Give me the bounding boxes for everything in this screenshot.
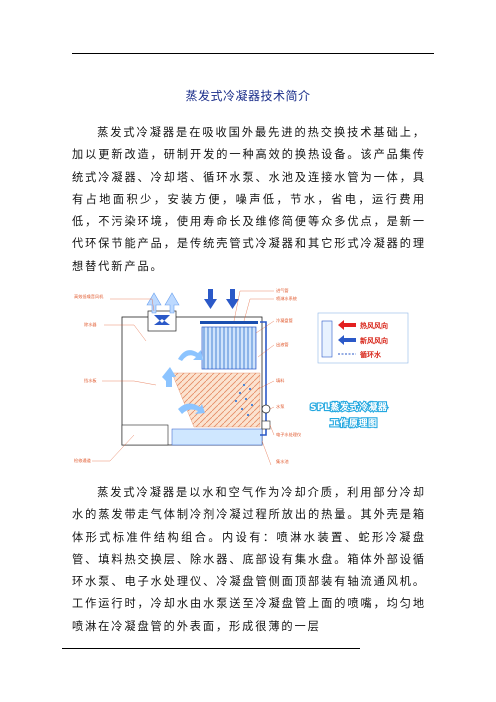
spray-header [200, 321, 258, 324]
diagram-banner-line2: 工作原理图 [330, 417, 378, 429]
legend-tower-icon [321, 320, 333, 358]
page-title: 蒸发式冷凝器技术简介 [185, 89, 311, 103]
legend-fresh-air: 新风风向 [360, 336, 388, 345]
airflow-arrow-icon [162, 367, 176, 387]
label-eliminator: 除水器 [84, 321, 97, 328]
label-spray: 喷淋水系统 [276, 295, 297, 302]
legend-hot-arrow-icon [338, 320, 356, 330]
intake-arrow-icon [204, 289, 217, 309]
collection-basin [171, 428, 263, 446]
pump-icon [261, 404, 271, 414]
label-inlet: 进气管 [276, 287, 289, 294]
legend-box [317, 312, 409, 364]
footer-rule [62, 648, 360, 649]
service-access [121, 424, 169, 446]
paragraph-intro-text: 蒸发式冷凝器是在吸收国外最先进的热交换技术基础上，加以更新改造，研制开发的一种高… [72, 126, 426, 273]
paragraph-principle: 蒸发式冷凝器是以水和空气作为冷却介质，利用部分冷却水的蒸发带走气体制冷剂冷凝过程… [72, 482, 426, 638]
paragraph-intro: 蒸发式冷凝器是在吸收国外最先进的热交换技术基础上，加以更新改造，研制开发的一种高… [72, 122, 426, 278]
airflow-arrow-icon [178, 403, 205, 414]
label-coil: 冷凝盘管 [276, 317, 293, 324]
diagram-banner-line1: SPL蒸发式冷凝器 [310, 401, 388, 413]
label-outlet: 出液管 [276, 341, 289, 348]
label-fill: 填料 [276, 377, 285, 384]
intake-arrow-icon [226, 289, 239, 309]
exhaust-arrow-icon [164, 292, 180, 314]
condenser-diagram: 高效低噪音风机 除水器 挡水板 检修通道 进气管 喷淋水系统 冷凝盘管 出液管 … [74, 285, 422, 465]
water-spray [234, 383, 254, 417]
legend-hot-air: 热风风向 [360, 321, 388, 330]
exhaust-arrow-icon [146, 292, 162, 314]
condenser-coil [201, 326, 257, 370]
label-basin: 集水池 [276, 458, 289, 465]
paragraph-principle-text: 蒸发式冷凝器是以水和空气作为冷却介质，利用部分冷却水的蒸发带走气体制冷剂冷凝过程… [72, 486, 426, 633]
fan-icon [154, 315, 170, 325]
circulation-pipe [260, 321, 267, 436]
label-fan: 高效低噪音风机 [74, 293, 104, 300]
label-treater: 电子水处理仪 [276, 431, 302, 438]
label-pump: 水泵 [276, 403, 284, 409]
label-baffle: 挡水板 [84, 377, 97, 384]
header-rule [72, 53, 434, 54]
label-service: 检修通道 [74, 457, 92, 464]
fan-housing [147, 310, 177, 332]
legend-fresh-arrow-icon [338, 335, 356, 345]
airflow-arrow-icon [178, 350, 203, 361]
water-treater-icon [261, 420, 271, 430]
legend-water: 循环水 [360, 350, 382, 359]
